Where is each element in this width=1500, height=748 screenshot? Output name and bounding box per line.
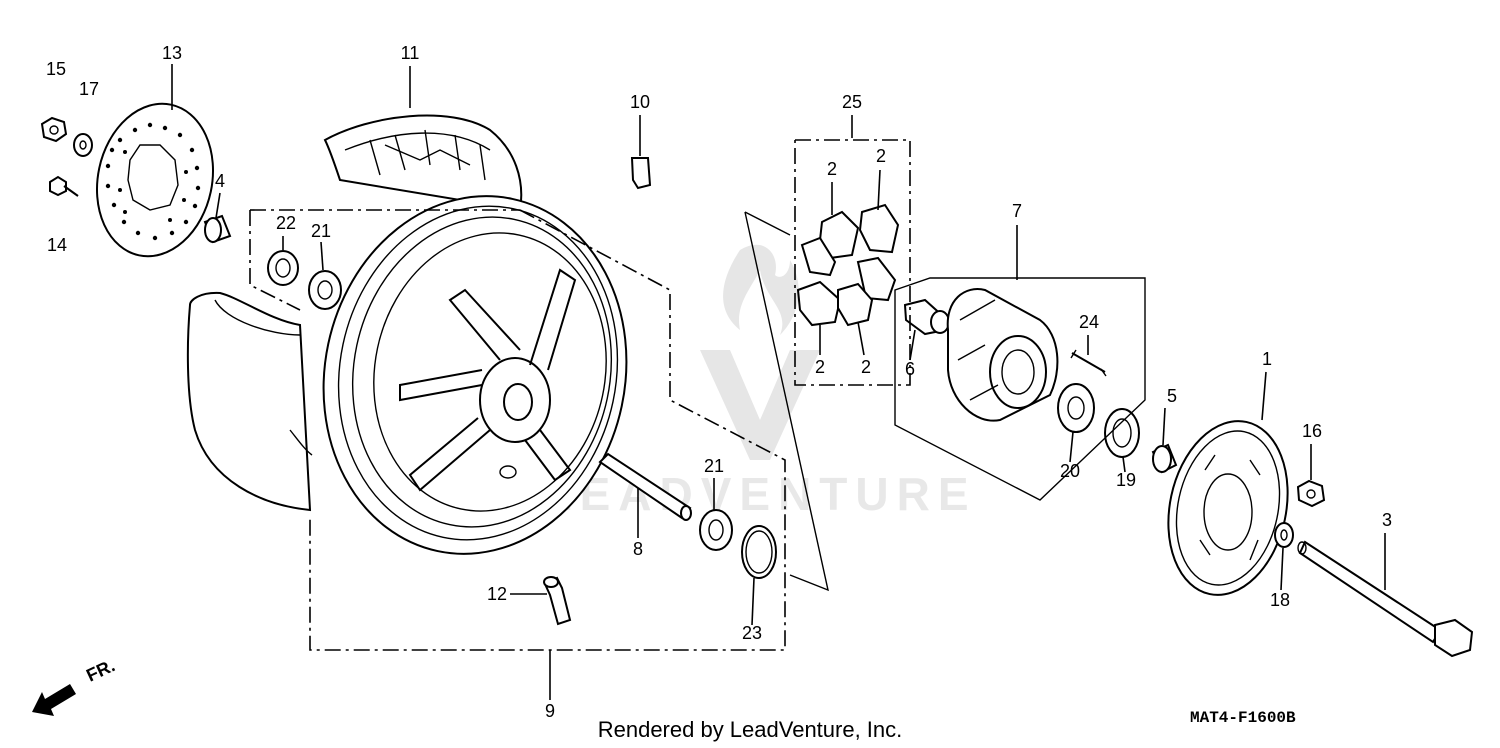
diagram-code: MAT4-F1600B (1190, 709, 1296, 727)
callout-10: 10 (630, 92, 650, 112)
wheel-spacer (598, 452, 692, 521)
callout-25: 25 (842, 92, 862, 112)
callout-2-top-right: 2 (876, 146, 886, 166)
driven-sprocket (1167, 420, 1289, 596)
callout-18: 18 (1270, 590, 1290, 610)
disc-bolt (49, 175, 79, 197)
callout-2-top-left: 2 (827, 159, 837, 179)
credit-text: Rendered by LeadVenture, Inc. (598, 717, 903, 742)
wheel-bearing-left-seal (267, 250, 299, 286)
callouts: 15 17 13 4 14 11 22 21 10 25 2 2 2 2 7 6… (46, 43, 1392, 721)
brake-disc (95, 102, 215, 258)
callout-15: 15 (46, 59, 66, 79)
hub-collar (903, 298, 950, 336)
side-collar (203, 214, 232, 244)
callout-7: 7 (1012, 201, 1022, 221)
callout-8: 8 (633, 539, 643, 559)
driven-flange (946, 288, 1059, 422)
callout-16: 16 (1302, 421, 1322, 441)
oil-seal (1104, 408, 1140, 458)
callout-22: 22 (276, 213, 296, 233)
front-direction-arrow: FR. (32, 655, 118, 716)
wheel-weight (630, 157, 652, 190)
callout-3: 3 (1382, 510, 1392, 530)
wheel-bearing-left (308, 270, 342, 310)
rear-axle (1297, 540, 1474, 658)
assembly-boundaries (249, 139, 1146, 651)
callout-12: 12 (487, 584, 507, 604)
callout-1: 1 (1262, 349, 1272, 369)
tire-lower-section (186, 291, 313, 512)
callout-24: 24 (1079, 312, 1099, 332)
callout-2-bottom-right: 2 (861, 357, 871, 377)
flange-collar (1151, 443, 1178, 474)
callout-20: 20 (1060, 461, 1080, 481)
callout-17: 17 (79, 79, 99, 99)
damper-rubbers (796, 203, 900, 327)
callout-21-right: 21 (704, 456, 724, 476)
air-valve (543, 576, 572, 626)
tire-section (323, 114, 523, 212)
sprocket-nut (1296, 479, 1326, 508)
callout-19: 19 (1116, 470, 1136, 490)
axle-washer (1274, 522, 1294, 548)
flange-nut (40, 116, 68, 143)
callout-9: 9 (545, 701, 555, 721)
washer (73, 133, 93, 157)
watermark-text: LEADVENTURE (543, 468, 976, 520)
wheel-bearing-right (699, 509, 733, 551)
leader-lines (171, 64, 1386, 700)
front-label: FR. (83, 655, 118, 685)
callout-2-bottom-left: 2 (815, 357, 825, 377)
front-arrow-icon (32, 684, 76, 716)
callout-23: 23 (742, 623, 762, 643)
o-ring (741, 525, 777, 579)
callout-21-left: 21 (311, 221, 331, 241)
callout-6: 6 (905, 359, 915, 379)
stud-bolt (1070, 349, 1107, 377)
callout-5: 5 (1167, 386, 1177, 406)
callout-14: 14 (47, 235, 67, 255)
callout-4: 4 (215, 171, 225, 191)
flange-bearing (1057, 383, 1095, 433)
callout-11: 11 (401, 43, 420, 63)
cast-wheel (322, 195, 628, 555)
callout-13: 13 (162, 43, 182, 63)
watermark-logo (700, 244, 820, 460)
